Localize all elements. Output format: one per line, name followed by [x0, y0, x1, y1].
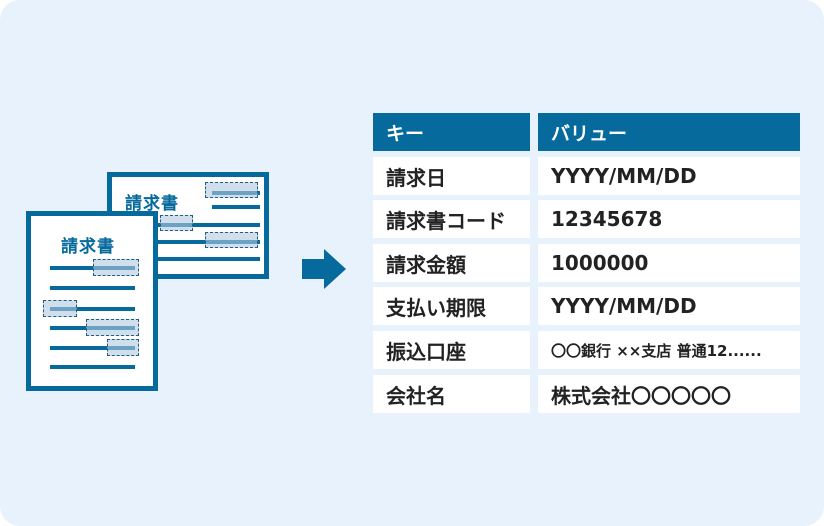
table-row-key: 会社名 — [373, 375, 530, 413]
text-line — [50, 346, 135, 350]
table-row-value: 1000000 — [538, 244, 800, 282]
table-header-key: キー — [373, 113, 530, 151]
table-row-value: 〇〇銀行 ××支店 普通12...... — [538, 331, 800, 369]
text-line — [50, 286, 135, 290]
table-row-key: 請求書コード — [373, 200, 530, 238]
invoice-document-front: 請求書 — [26, 211, 158, 391]
table-row-value: 12345678 — [538, 200, 800, 238]
text-line — [157, 257, 260, 261]
extraction-highlight — [160, 215, 193, 231]
text-line — [212, 205, 260, 209]
table-row-key: 支払い期限 — [373, 287, 530, 325]
text-line — [50, 307, 135, 311]
invoice-title-back: 請求書 — [125, 194, 179, 214]
extraction-highlight — [86, 319, 139, 336]
extraction-highlight — [43, 300, 77, 317]
table-row-key: 請求日 — [373, 157, 530, 195]
text-line — [50, 365, 135, 369]
table-row-value: YYYY/MM/DD — [538, 157, 800, 195]
invoice-title-front: 請求書 — [61, 237, 115, 257]
table-row-value: 株式会社〇〇〇〇〇 — [538, 375, 800, 413]
table-row-value: YYYY/MM/DD — [538, 287, 800, 325]
extraction-highlight — [205, 232, 258, 248]
table-row-key: 振込口座 — [373, 331, 530, 369]
text-line — [157, 223, 260, 227]
extraction-highlight — [205, 182, 258, 198]
extraction-highlight — [107, 339, 139, 356]
table-row-key: 請求金額 — [373, 244, 530, 282]
table-header-value: バリュー — [538, 113, 800, 151]
text-line — [50, 266, 135, 270]
extraction-highlight — [93, 259, 139, 276]
arrow-right-icon — [302, 249, 346, 289]
